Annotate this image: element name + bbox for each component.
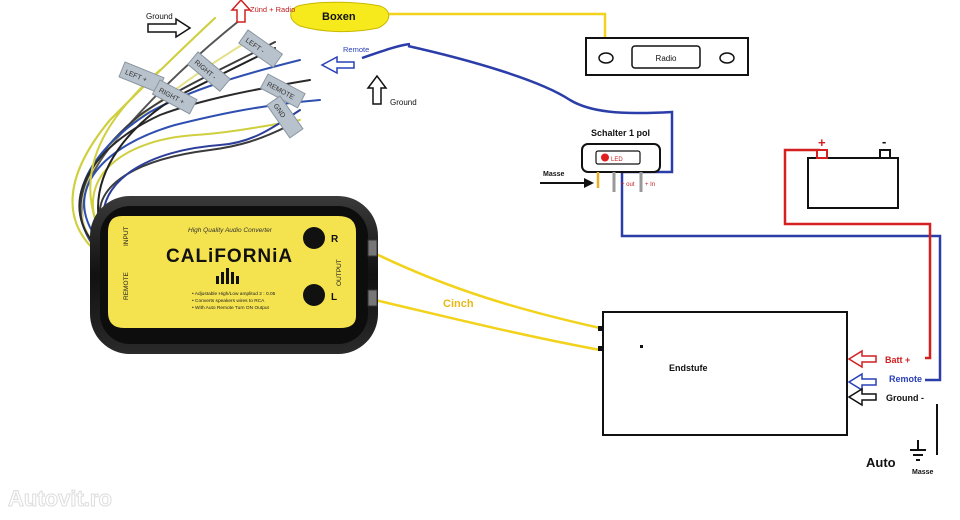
auto-ground: Auto Masse (866, 440, 934, 476)
masse-arrow-icon (584, 178, 594, 188)
cinch-label: Cinch (443, 298, 474, 310)
masse-annotation: Masse (540, 171, 594, 188)
wire-tag (187, 51, 231, 92)
ground-symbol-icon (910, 440, 926, 461)
radio-display (631, 45, 701, 69)
gain-knob-left (303, 284, 325, 306)
red-battery-wire (783, 148, 932, 360)
remote-amp-arrow-icon (847, 372, 877, 392)
gain-knob-right (303, 227, 325, 249)
batt-plus-label: Batt + (885, 355, 910, 365)
ground-mid-label: Ground (390, 98, 417, 107)
converter-feature-3: • With Auto Remote Turn ON Output (192, 305, 270, 311)
converter-brand: CALiFORNiA (166, 246, 293, 267)
wire-tag (266, 95, 304, 139)
auto-masse-label: Masse (912, 469, 934, 476)
remote-top-arrow-icon (320, 55, 355, 75)
converter-tagline: High Quality Audio Converter (188, 227, 273, 234)
battery-plus-label: + (818, 135, 826, 150)
wire-tag (151, 79, 198, 115)
battery-plus-terminal (816, 149, 828, 159)
led-icon (601, 153, 609, 162)
ground-top-arrow-icon (147, 17, 192, 39)
plus-in-label: + In (645, 182, 655, 188)
remote-amp-annotation: Remote (847, 372, 922, 392)
switch-unit: Schalter 1 pol LED + out + In (581, 128, 661, 192)
led-label: LED (611, 157, 623, 163)
ground-mid-annotation: Ground (366, 74, 417, 107)
remote-top-label: Remote (343, 45, 369, 54)
endstufe-label: Endstufe (669, 363, 708, 373)
radio-knob-right (719, 52, 735, 64)
amplifier-endstufe: Endstufe (598, 311, 848, 436)
radio-knob-left (598, 52, 614, 64)
ground-amp-label: Ground - (886, 393, 924, 403)
radio-label: Radio (656, 54, 677, 63)
masse-label: Masse (543, 171, 565, 178)
input-label: INPUT (123, 226, 130, 246)
amp-input-jack (598, 326, 603, 331)
remote-side-label: REMOTE (123, 272, 130, 300)
blue-wire-end (361, 42, 411, 60)
batt-plus-arrow-icon (847, 349, 877, 369)
output-label: OUTPUT (336, 259, 343, 286)
cinch-wire-left (374, 298, 601, 352)
california-converter: High Quality Audio Converter CALiFORNiA … (90, 196, 378, 354)
wire-tags: LEFT + RIGHT + RIGHT - LEFT - REMOTE GND (118, 29, 306, 139)
wire-bundle (71, 16, 321, 264)
blue-remote-wire (407, 44, 942, 382)
zuend-radio-annotation: Zünd + Radio (230, 0, 295, 23)
rca-jack-left (367, 289, 378, 307)
boxen-label: Boxen (322, 11, 356, 23)
remote-amp-label: Remote (889, 374, 922, 384)
remote-top-annotation: Remote (320, 45, 369, 75)
battery-minus-terminal (879, 149, 891, 159)
batt-plus-annotation: Batt + (847, 349, 910, 369)
amp-input-jack (598, 346, 603, 351)
ground-top-annotation: Ground (146, 12, 192, 39)
l-label: L (331, 292, 337, 303)
rca-jack-right (367, 239, 378, 257)
wire-tag (238, 29, 284, 68)
zuend-arrow-icon (230, 0, 252, 23)
level-bars-icon (216, 268, 239, 284)
yellow-wire-radio (378, 12, 607, 40)
boxen-connector: Boxen (290, 1, 390, 33)
plus-out-label: + out (621, 182, 635, 188)
switch-title: Schalter 1 pol (591, 128, 650, 138)
r-label: R (331, 234, 339, 245)
converter-feature-2: • Converts speakers wires to RCA (192, 298, 265, 304)
radio-unit: Radio (585, 37, 749, 76)
auto-label: Auto (866, 455, 896, 470)
cinch-wire-right (371, 250, 601, 330)
converter-feature-1: • Adjustable High/Low amplitud 2 : 0.05 (192, 291, 276, 297)
zuend-radio-label: Zünd + Radio (250, 5, 295, 14)
ground-amp-annotation: Ground - (847, 387, 938, 455)
ground-top-label: Ground (146, 12, 173, 21)
ground-amp-arrow-icon (847, 387, 877, 407)
watermark-logo: Autovit.ro (8, 486, 112, 511)
battery-minus-label: - (882, 134, 886, 149)
battery: + - (807, 134, 899, 209)
ground-mid-arrow-icon (366, 74, 388, 105)
